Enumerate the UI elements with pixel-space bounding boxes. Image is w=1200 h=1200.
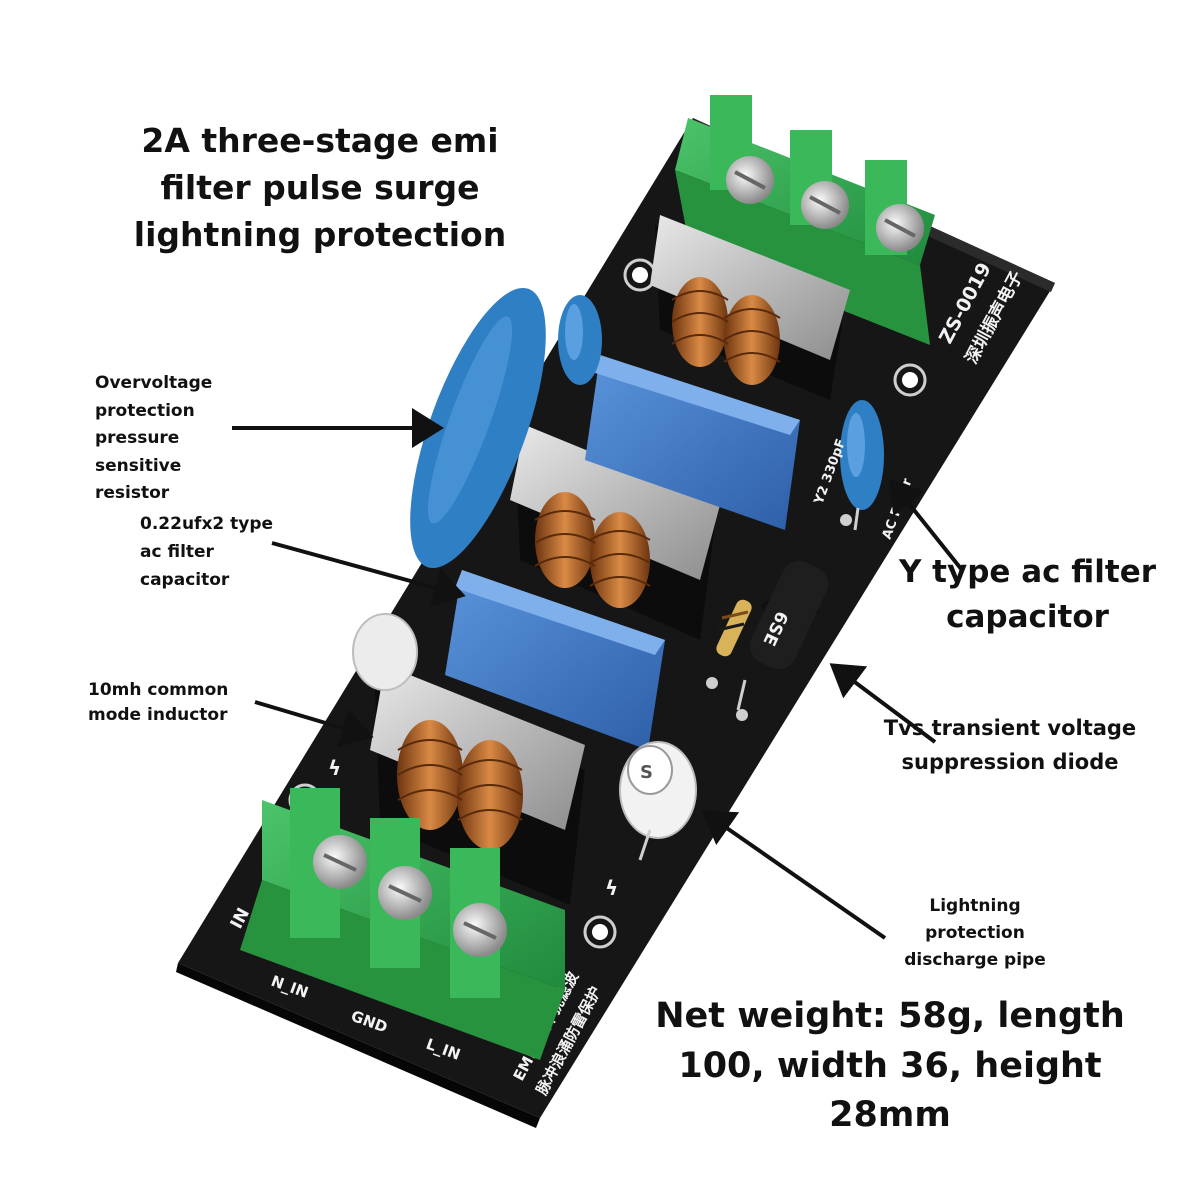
- callout-y-capacitor: Y type ac filter capacitor: [898, 554, 1157, 635]
- lightning-icon: ϟ: [328, 756, 341, 780]
- product-specs: Net weight: 58g, length 100, width 36, h…: [655, 996, 1125, 1136]
- common-mode-inductor: [650, 215, 850, 400]
- lightning-icon: ϟ: [605, 876, 618, 900]
- x-capacitor: [585, 355, 800, 530]
- callout-tvs: Tvs transient voltage suppression diode: [883, 716, 1137, 774]
- arrow-tvs: [829, 663, 937, 744]
- x-capacitor: [445, 570, 665, 750]
- small-capacitor: [558, 295, 602, 385]
- varistor: [410, 287, 546, 569]
- terminal-screw: [378, 866, 432, 920]
- mounting-hole: [893, 363, 927, 397]
- product-title: 2A three-stage emi filter pulse surge li…: [133, 121, 507, 254]
- input-terminal-block: [240, 788, 565, 1060]
- terminal-screw: [313, 835, 367, 889]
- callout-discharge: Lightning protection discharge pipe: [904, 896, 1046, 970]
- arrow-inductor: [254, 700, 374, 748]
- arrow-y-capacitor: [889, 478, 964, 572]
- common-mode-inductor: [370, 665, 585, 905]
- output-terminal-block: [675, 95, 935, 345]
- callout-varistor: Overvoltage protection pressure sensitiv…: [95, 373, 213, 504]
- terminal-screw: [876, 204, 924, 252]
- gas-discharge-tube: [352, 613, 418, 691]
- resistor: [716, 599, 752, 657]
- arrow-x-capacitor: [271, 541, 466, 607]
- terminal-screw: [726, 156, 774, 204]
- mounting-hole: [583, 915, 617, 949]
- tvs-diode: 6SE: [736, 560, 829, 711]
- callout-arrows: [232, 408, 964, 940]
- callout-x-capacitor: 0.22ufx2 type ac filter capacitor: [140, 514, 274, 591]
- svg-text:S: S: [640, 762, 653, 783]
- terminal-screw: [453, 903, 507, 957]
- callout-inductor: 10mh common mode inductor: [88, 680, 229, 725]
- gas-discharge-tube: S: [619, 741, 697, 861]
- common-mode-inductor: [510, 425, 720, 640]
- arrow-discharge: [701, 810, 887, 940]
- terminal-screw: [801, 181, 849, 229]
